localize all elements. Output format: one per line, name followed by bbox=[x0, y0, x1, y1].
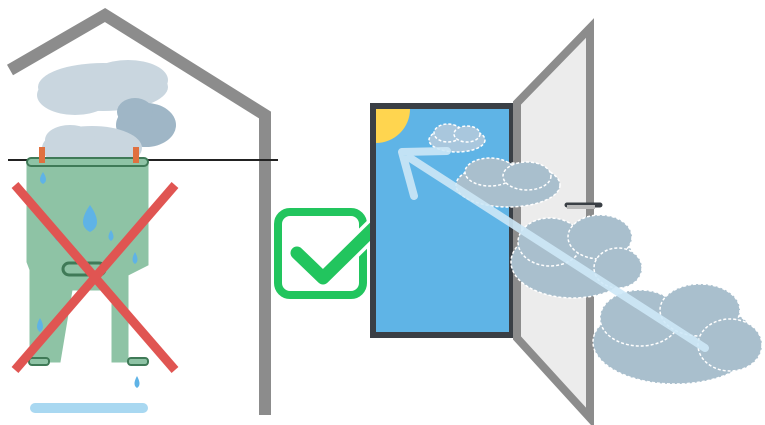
cuff-right bbox=[127, 357, 149, 366]
airflow-arrow-icon bbox=[398, 147, 709, 352]
cuff-left bbox=[28, 357, 50, 366]
water-drop-icon bbox=[132, 252, 138, 264]
clothes-peg bbox=[39, 147, 45, 163]
open-window-scene bbox=[370, 18, 763, 425]
water-drop-icon bbox=[40, 172, 46, 184]
water-drop-icon bbox=[83, 205, 97, 232]
water-puddle bbox=[30, 403, 148, 413]
green-check-icon bbox=[274, 208, 392, 299]
cloud bbox=[592, 283, 763, 385]
cloud bbox=[455, 157, 561, 208]
house-outline bbox=[6, 7, 271, 415]
water-drop-icon bbox=[134, 376, 140, 388]
cloud bbox=[45, 125, 95, 155]
cloud bbox=[510, 214, 643, 299]
clothes-peg bbox=[133, 147, 139, 163]
house-scene bbox=[6, 7, 278, 415]
check-mark bbox=[290, 213, 389, 285]
water-drop-icon bbox=[37, 318, 43, 332]
cloud bbox=[88, 60, 168, 100]
check-box bbox=[274, 208, 367, 299]
cloud bbox=[428, 123, 486, 153]
waistband bbox=[26, 157, 149, 167]
red-cross-icon bbox=[11, 182, 179, 373]
indoor-humidity-clouds bbox=[37, 60, 176, 170]
cloud bbox=[117, 98, 153, 126]
sun-icon bbox=[376, 109, 410, 143]
water-drop-icon bbox=[108, 230, 114, 241]
